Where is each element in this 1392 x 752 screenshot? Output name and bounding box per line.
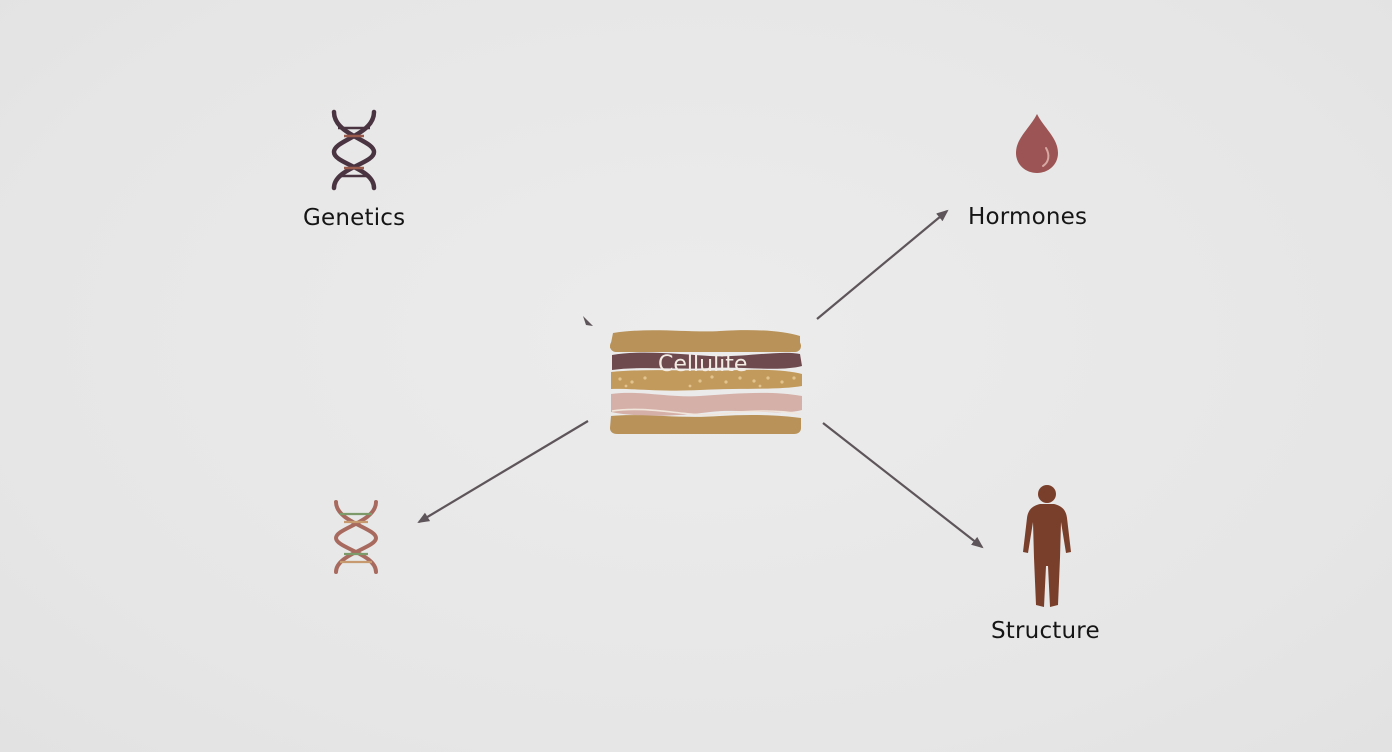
structure-label: Structure: [991, 618, 1100, 644]
human-figure-icon: [1023, 485, 1071, 607]
arrow-to-structure: [822, 422, 984, 549]
blood-drop-icon: [1016, 114, 1058, 173]
dna-icon: [331, 109, 377, 191]
dna-icon: [333, 500, 379, 574]
genetics-label: Genetics: [303, 205, 406, 231]
arrow-to-lifestyle: [417, 420, 589, 524]
arrow-stub-icon: [583, 316, 593, 326]
cellulite-label: Cellulite: [658, 352, 748, 377]
skin-layers-icon: [610, 330, 802, 434]
hormones-label: Hormones: [968, 204, 1088, 230]
arrow-to-hormones: [816, 209, 949, 320]
